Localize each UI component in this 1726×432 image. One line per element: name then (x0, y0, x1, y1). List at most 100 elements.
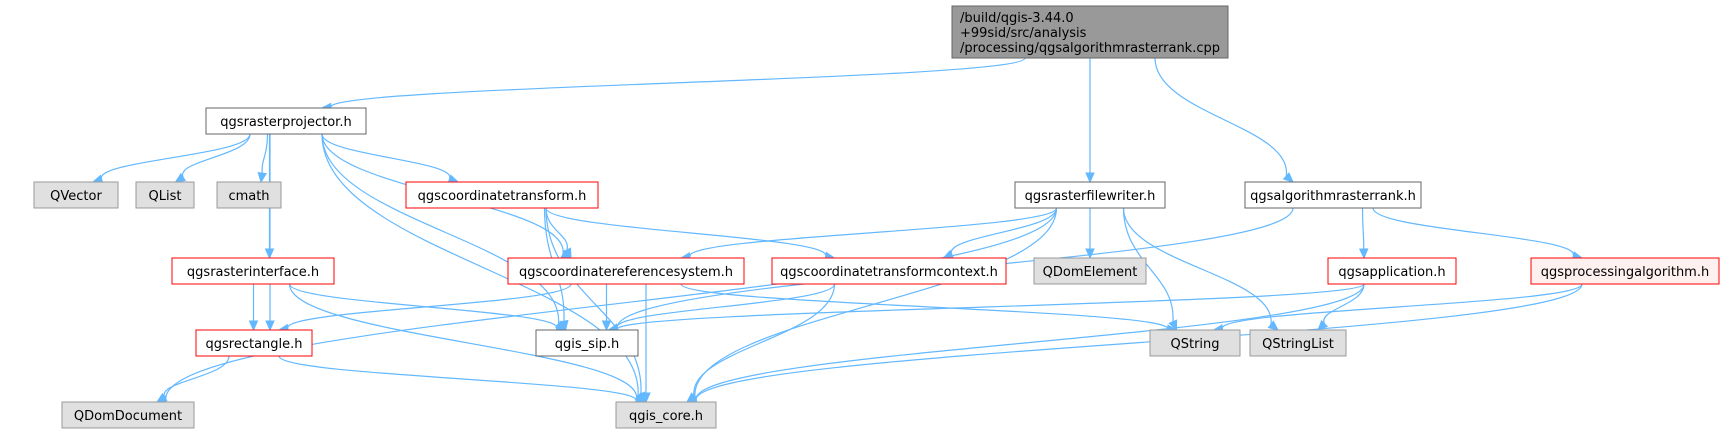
edge-rasterprojector-to-cmath (257, 133, 269, 184)
node-label: qgsrasterfilewriter.h (1025, 189, 1156, 204)
node-box (405, 181, 599, 209)
node-box (1530, 257, 1720, 285)
edge-rasterfilewriter-to-crs (679, 207, 1058, 262)
edge-crs-to-qgissip (601, 284, 612, 332)
edge-line (545, 207, 568, 251)
edge-rasterprojector-to-rectangle (265, 134, 275, 332)
node-qlist[interactable]: QList (135, 181, 195, 209)
node-label: qgis_core.h (629, 409, 703, 424)
node-box (1149, 329, 1241, 357)
node-qgissip[interactable]: qgis_sip.h (535, 329, 639, 357)
node-label: qgscoordinatetransform.h (418, 189, 587, 204)
edge-line (287, 283, 572, 330)
node-box (615, 401, 717, 429)
edge-rasterprojector-to-qlist (174, 133, 251, 183)
node-label: QDomDocument (74, 409, 182, 424)
arrowhead (641, 392, 651, 404)
edge-line (689, 207, 1058, 258)
node-label: QList (149, 189, 182, 204)
node-box (951, 5, 1229, 59)
node-label: qgsprocessingalgorithm.h (1541, 265, 1709, 280)
node-rasterprojector[interactable]: qgsrasterprojector.h (205, 107, 367, 135)
arrowhead (155, 392, 168, 403)
edge-line (321, 133, 560, 325)
node-qdomdocument[interactable]: QDomDocument (61, 401, 195, 429)
node-label: qgsrasterprojector.h (220, 115, 351, 130)
node-algorithmrasterrank[interactable]: qgsalgorithmrasterrank.h (1244, 181, 1422, 209)
edge-line (1221, 283, 1583, 330)
edge-line (693, 283, 836, 397)
node-label: /processing/qgsalgorithmrasterrank.cpp (960, 41, 1220, 56)
node-label: +99sid/src/analysis (960, 26, 1087, 41)
node-label: qgsapplication.h (1338, 265, 1445, 280)
edge-line (680, 283, 1169, 330)
arrowhead (559, 319, 569, 332)
edge-line (1122, 207, 1174, 322)
node-qstringlist[interactable]: QStringList (1249, 329, 1347, 357)
edge-processingalgorithm-to-qstring (1212, 283, 1583, 334)
edge-rectangle-to-qgiscore (278, 355, 647, 406)
node-label: /build/qgis-3.44.0 (960, 11, 1074, 26)
node-box (61, 401, 195, 429)
arrowhead (1085, 172, 1095, 184)
edge-application-to-qstringlist (1317, 283, 1365, 331)
node-rectangle[interactable]: qgsrectangle.h (195, 329, 313, 357)
edge-rasterinterface-to-qgissip (288, 283, 567, 334)
node-label: qgscoordinatetransformcontext.h (780, 265, 998, 280)
edge-line (182, 133, 251, 178)
arrowhead (1085, 248, 1095, 260)
node-box (205, 107, 367, 135)
arrowhead (1267, 320, 1279, 331)
node-rasterfilewriter[interactable]: qgsrasterfilewriter.h (1014, 181, 1166, 209)
node-box (1014, 181, 1166, 209)
edge-crs-to-qgiscore (641, 284, 651, 404)
node-label: qgscoordinatereferencesystem.h (519, 265, 733, 280)
node-box (135, 181, 195, 209)
edge-line (288, 283, 558, 330)
edge-line (695, 283, 1583, 401)
node-coordinatetransform[interactable]: qgscoordinatetransform.h (405, 181, 599, 209)
edge-line (1323, 283, 1365, 324)
edge-line (100, 133, 251, 180)
node-qstring[interactable]: QString (1149, 329, 1241, 357)
edge-line (1154, 57, 1287, 177)
node-label: qgsalgorithmrasterrank.h (1250, 189, 1416, 204)
edge-ctcontext-to-qgiscore (686, 283, 836, 403)
edge-line (1122, 207, 1272, 325)
node-label: qgsrectangle.h (205, 337, 302, 352)
node-label: QDomElement (1043, 265, 1138, 280)
edge-line (330, 57, 1026, 108)
node-ctcontext[interactable]: qgscoordinatetransformcontext.h (771, 257, 1007, 285)
node-application[interactable]: qgsapplication.h (1327, 257, 1457, 285)
node-cmath[interactable]: cmath (216, 181, 282, 209)
arrowhead (248, 320, 259, 332)
arrowhead (601, 320, 612, 332)
node-crs[interactable]: qgscoordinatereferencesystem.h (507, 257, 745, 285)
node-qvector[interactable]: QVector (33, 181, 119, 209)
node-label: QString (1170, 337, 1219, 352)
edge-algorithmrasterrank-to-processingalgorithm (1372, 207, 1584, 261)
edge-line (1372, 207, 1574, 257)
edge-rectangle-to-qdomdocument (155, 355, 230, 403)
edge-root-to-rasterprojector (320, 57, 1026, 113)
edge-line (165, 207, 1058, 401)
node-box (535, 329, 639, 357)
edge-line (261, 133, 269, 174)
node-processingalgorithm[interactable]: qgsprocessingalgorithm.h (1530, 257, 1720, 285)
arrowhead (174, 172, 187, 183)
node-label: qgsrasterinterface.h (187, 265, 319, 280)
node-root[interactable]: /build/qgis-3.44.0+99sid/src/analysis/pr… (951, 5, 1229, 59)
arrowhead (265, 320, 275, 332)
node-label: QVector (50, 189, 102, 204)
node-qdomelement[interactable]: QDomElement (1033, 257, 1147, 285)
arrowhead (1358, 248, 1369, 260)
arrowhead (562, 247, 572, 260)
node-box (216, 181, 282, 209)
edge-line (321, 133, 451, 180)
node-rasterinterface[interactable]: qgsrasterinterface.h (171, 257, 335, 285)
edge-line (278, 355, 637, 402)
node-qgiscore[interactable]: qgis_core.h (615, 401, 717, 429)
node-label: QStringList (1262, 337, 1334, 352)
edge-root-to-algorithmrasterrank (1154, 57, 1294, 183)
